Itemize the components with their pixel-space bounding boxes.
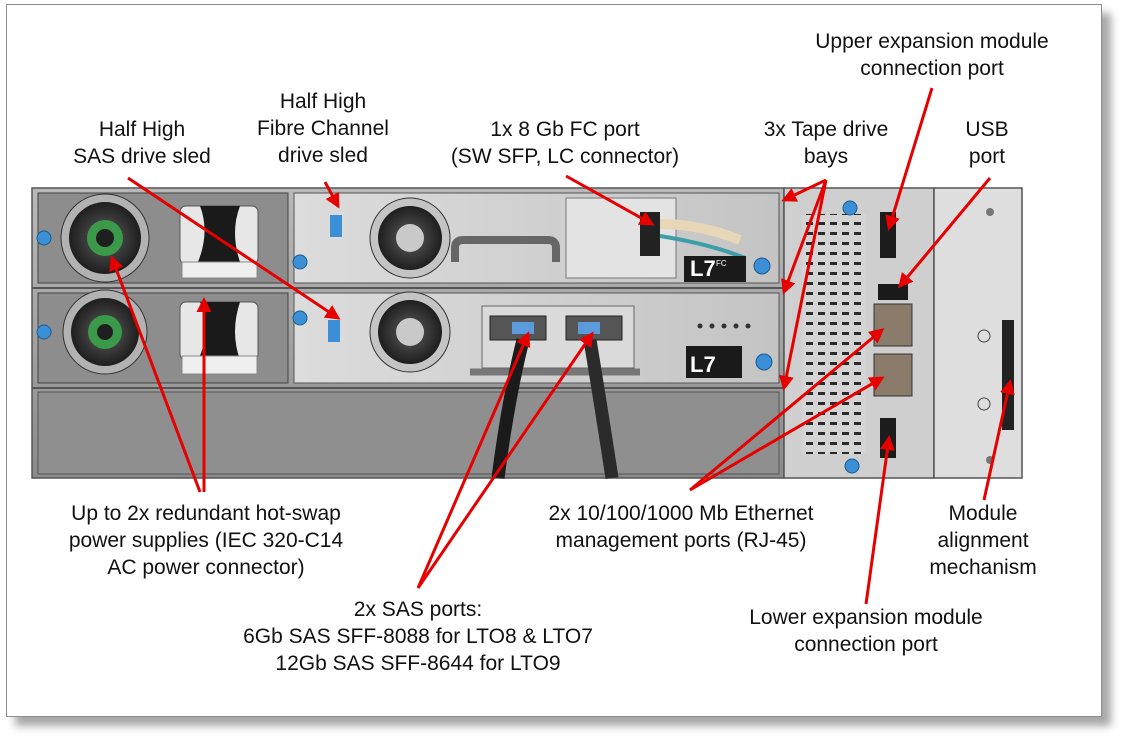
blank-drive-bay [37,391,780,475]
arrow-usb [898,177,992,289]
label-line: Upper expansion module [815,30,1049,53]
label-line: Fibre Channel [257,117,389,140]
label-ethernet-ports: 2x 10/100/1000 Mb Ethernet management po… [506,500,856,554]
power-supply-upper [36,192,289,284]
label-line: connection port [860,57,1004,80]
label-upper-expansion-port: Upper expansion module connection port [790,28,1074,82]
arrow-sas-port-2 [416,331,594,589]
power-supply-lower [36,289,289,384]
callout-arrows [109,87,1015,605]
label-power-supplies: Up to 2x redundant hot-swap power suppli… [30,500,382,581]
label-lower-expansion-port: Lower expansion module connection port [716,604,1016,658]
label-line: power supplies (IEC 320-C14 [68,529,344,552]
label-line: Up to 2x redundant hot-swap [71,502,341,525]
label-line: Half High [98,118,186,141]
label-line: bays [803,145,849,168]
arrow-sas-sled [127,176,341,320]
label-tape-drive-bays: 3x Tape drive bays [740,116,912,170]
arrow-fc-sled [323,181,340,209]
label-line: 3x Tape drive [763,118,889,141]
arrow-ethernet-2 [689,376,885,492]
label-line: port [968,145,1006,168]
label-line: Lower expansion module [749,606,983,629]
sas-drive-badge: L7 [690,352,716,377]
label-line: AC power connector) [107,556,305,579]
label-line: Half High [279,90,367,113]
label-line: management ports (RJ-45) [555,529,807,552]
arrow-power-1 [109,255,202,493]
fibre-channel-drive-sled [292,192,780,284]
label-line: alignment [937,529,1029,552]
label-line: 12Gb SAS SFF-8644 for LTO9 [275,652,561,675]
tape-library-chassis [31,187,785,479]
label-sas-ports: 2x SAS ports: 6Gb SAS SFF-8088 for LTO8 … [190,596,646,677]
arrow-ethernet-1 [689,328,885,492]
label-half-high-sas-sled: Half High SAS drive sled [44,116,240,170]
arrow-module-alignment [982,379,1015,501]
sas-cable-right [583,338,619,479]
label-module-alignment: Module alignment mechanism [908,500,1058,581]
label-half-high-fc-sled: Half High Fibre Channel drive sled [238,88,408,169]
label-line: USB [965,118,1009,141]
label-line: 2x SAS ports: [353,598,483,621]
fc-drive-badge: L7 [690,256,716,281]
label-line: (SW SFP, LC connector) [450,145,680,168]
arrow-tape-bay-2 [781,179,828,295]
arrow-fc-port [565,174,655,226]
label-line: SAS drive sled [73,145,211,168]
sas-drive-sled [292,291,780,384]
expansion-side-panel [933,187,1023,479]
label-line: Module [948,502,1018,525]
arrow-sas-port-1 [416,331,531,589]
arrow-tape-bay-1 [781,178,827,202]
label-line: mechanism [929,556,1037,579]
arrow-upper-expansion [885,87,934,231]
label-line: connection port [794,633,938,656]
label-usb-port: USB port [940,116,1034,170]
label-fc-port: 1x 8 Gb FC port (SW SFP, LC connector) [420,116,710,170]
arrow-tape-bay-3 [779,179,828,391]
label-line: drive sled [278,144,368,167]
fc-drive-badge-sub: FC [716,259,727,268]
label-line: 1x 8 Gb FC port [490,118,640,141]
label-line: 2x 10/100/1000 Mb Ethernet [548,502,814,525]
label-line: 6Gb SAS SFF-8088 for LTO8 & LTO7 [243,625,593,648]
arrow-lower-expansion [864,435,895,605]
